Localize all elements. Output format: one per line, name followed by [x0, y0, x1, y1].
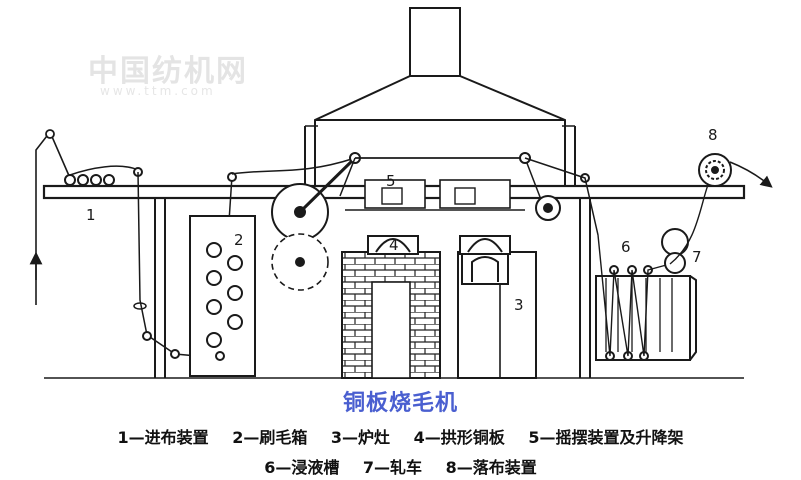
cloth-plaiting-device	[698, 153, 773, 188]
callout-7: 7	[692, 248, 702, 266]
watermark-site-name: 中国纺机网	[88, 54, 248, 89]
legend-item: 7—轧车	[362, 458, 423, 477]
legend-item: 2—刷毛箱	[232, 428, 308, 447]
impregnating-tank	[595, 234, 697, 361]
callout-5: 5	[386, 172, 396, 190]
legend-item: 4—拱形铜板	[413, 428, 505, 447]
callout-2: 2	[234, 231, 244, 249]
callout-4: 4	[389, 236, 399, 254]
legend-item: 3—炉灶	[330, 428, 391, 447]
legend-item: 5—摇摆装置及升降架	[528, 428, 684, 447]
watermark-site-url: www.ttm.com	[100, 84, 216, 98]
figure-caption: 铜板烧毛机	[342, 390, 458, 416]
feeding-device	[29, 129, 233, 359]
legend-item: 6—浸液槽	[264, 458, 340, 477]
legend-item: 8—落布装置	[445, 458, 537, 477]
swing-lifting-frame	[339, 152, 599, 236]
callout-labels: 1 2 3 4 5 6 7 8	[86, 126, 718, 314]
exhaust-hood	[304, 7, 576, 188]
guide-drums	[271, 156, 357, 291]
callout-6: 6	[621, 238, 631, 256]
callout-8: 8	[708, 126, 718, 144]
arched-copper-plates	[367, 235, 511, 285]
callout-3: 3	[514, 296, 524, 314]
legend-row-1: 1—进布装置 2—刷毛箱 3—炉灶 4—拱形铜板 5—摇摆装置及升降架	[0, 424, 801, 448]
brush-box	[189, 157, 356, 377]
legend-row-2: 6—浸液槽 7—轧车 8—落布装置	[0, 454, 801, 478]
legend-item: 1—进布装置	[117, 428, 209, 447]
callout-1: 1	[86, 206, 96, 224]
padder	[661, 173, 713, 274]
